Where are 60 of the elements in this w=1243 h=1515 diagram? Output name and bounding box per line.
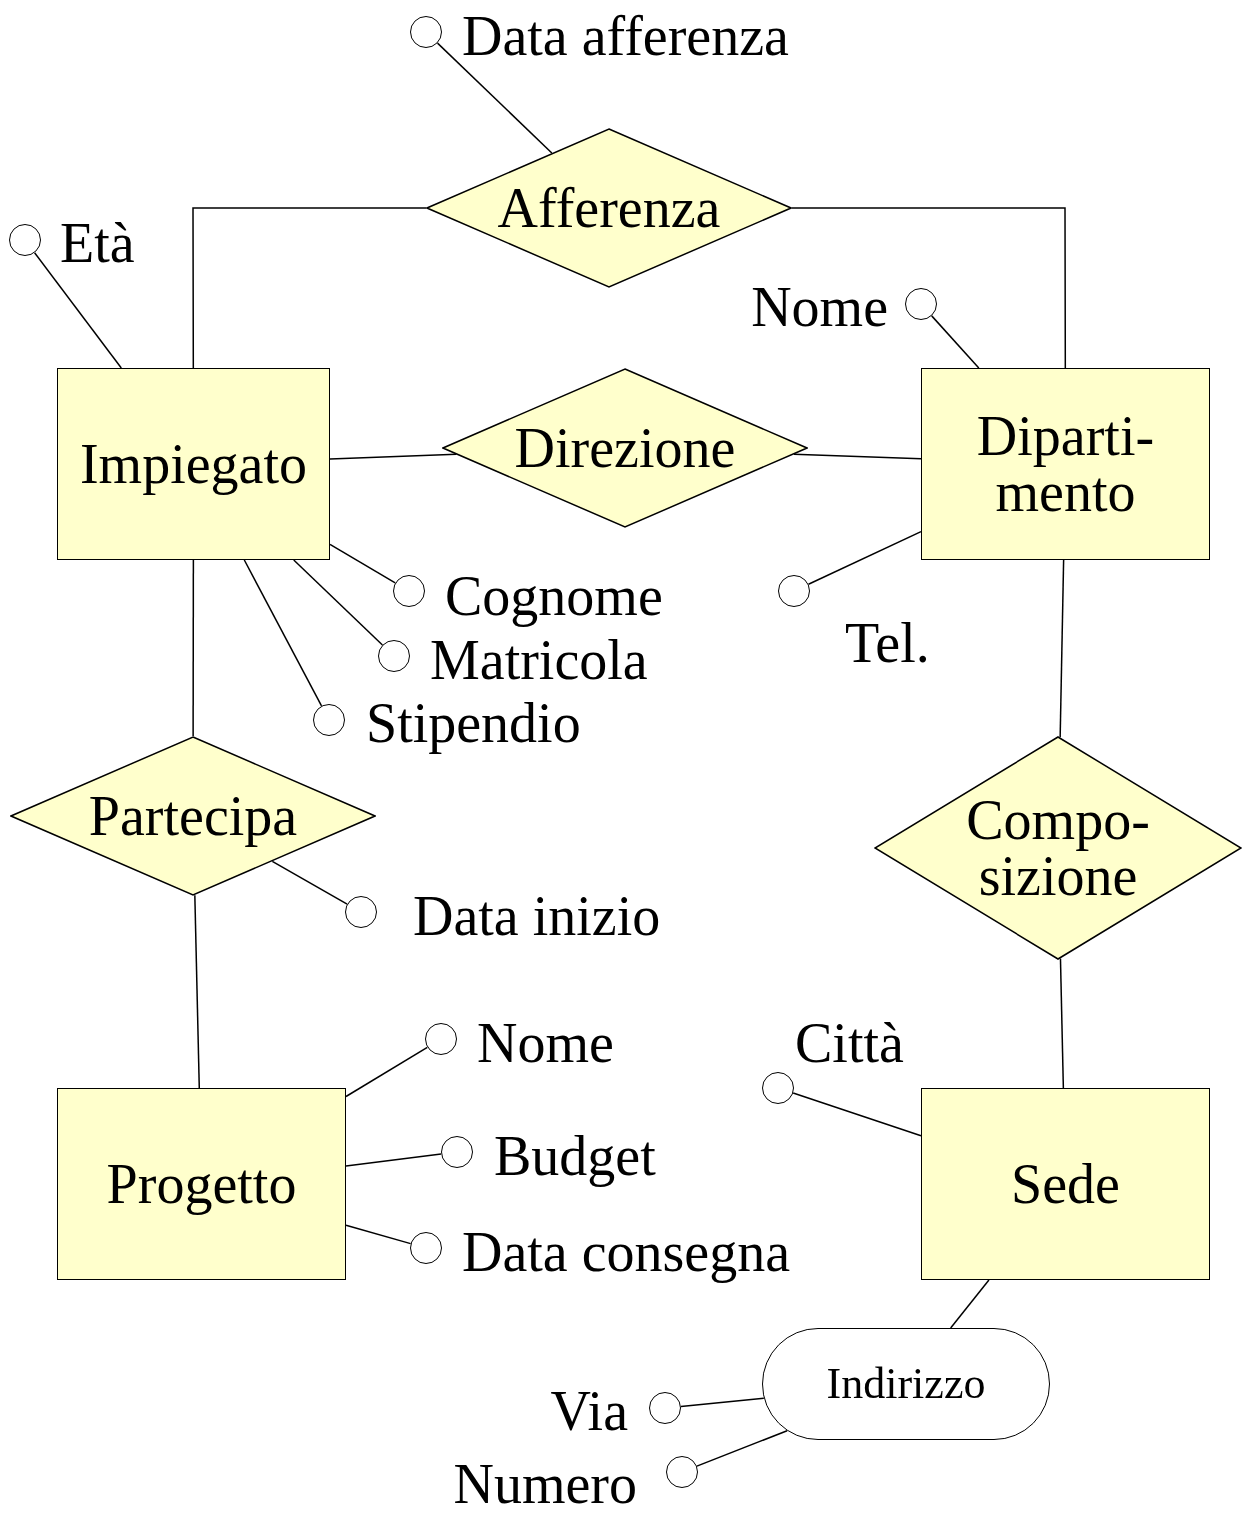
- attribute-circle: [762, 1072, 794, 1104]
- connector-line: [345, 1153, 442, 1167]
- attribute-circle: [905, 288, 937, 320]
- attribute-circle: [666, 1456, 698, 1488]
- relationship-diamond: [874, 736, 1242, 960]
- attribute-circle: [378, 640, 410, 672]
- attribute-circle: [410, 1232, 442, 1264]
- connector-line: [949, 1279, 990, 1329]
- entity-name: Sede: [1011, 1156, 1120, 1212]
- connector-line: [1059, 957, 1065, 1089]
- attribute-label: Via: [550, 1383, 628, 1439]
- connector-line: [194, 894, 201, 1089]
- attribute-name: Indirizzo: [826, 1362, 986, 1406]
- connector-line: [680, 1397, 765, 1408]
- connector-line: [436, 42, 553, 154]
- connector-line: [293, 559, 384, 646]
- attribute-circle: [425, 1023, 457, 1055]
- attribute-circle: [393, 575, 425, 607]
- connector-line: [271, 860, 348, 905]
- attribute-circle: [345, 896, 377, 928]
- attribute-label: Data afferenza: [462, 8, 789, 64]
- entity-box: [57, 368, 330, 560]
- connector-line: [329, 453, 458, 460]
- connector-line: [329, 543, 396, 584]
- attribute-label: Numero: [453, 1456, 637, 1512]
- attribute-label: Nome: [477, 1015, 614, 1071]
- attribute-circle: [441, 1136, 473, 1168]
- connector-line: [696, 1429, 788, 1467]
- entity-name: Diparti- mento: [975, 408, 1156, 520]
- relationship-name: Afferenza: [497, 180, 721, 236]
- relationship-name: Compo- sizione: [965, 792, 1151, 904]
- attribute-circle: [649, 1392, 681, 1424]
- connector-line: [345, 1224, 412, 1245]
- connector-line: [192, 207, 427, 369]
- attribute-circle: [9, 224, 41, 256]
- attribute-label: Città: [795, 1015, 904, 1071]
- connector-line: [243, 559, 323, 707]
- connector-line: [793, 453, 922, 460]
- connector-line: [345, 1046, 429, 1098]
- relationship-name: Direzione: [514, 420, 736, 476]
- relationship-diamond: [442, 368, 808, 528]
- entity-box: [57, 1088, 346, 1280]
- connector-line: [807, 530, 922, 585]
- attribute-circle: [313, 704, 345, 736]
- attribute-circle: [410, 16, 442, 48]
- connector-line: [192, 559, 195, 737]
- attribute-label: Data inizio: [413, 888, 661, 944]
- connector-line: [930, 315, 980, 369]
- attribute-label: Nome: [751, 279, 888, 335]
- entity-box: [921, 1088, 1210, 1280]
- attribute-label: Età: [60, 215, 135, 271]
- connector-line: [1059, 559, 1065, 739]
- relationship-diamond: [426, 128, 792, 288]
- attribute-label: Tel.: [845, 615, 930, 671]
- attribute-circle: [778, 575, 810, 607]
- attribute-label: Matricola: [430, 632, 648, 688]
- connector-line: [791, 207, 1067, 369]
- connector-line: [792, 1092, 922, 1137]
- entity-box: [921, 368, 1210, 560]
- connector-line: [33, 252, 123, 369]
